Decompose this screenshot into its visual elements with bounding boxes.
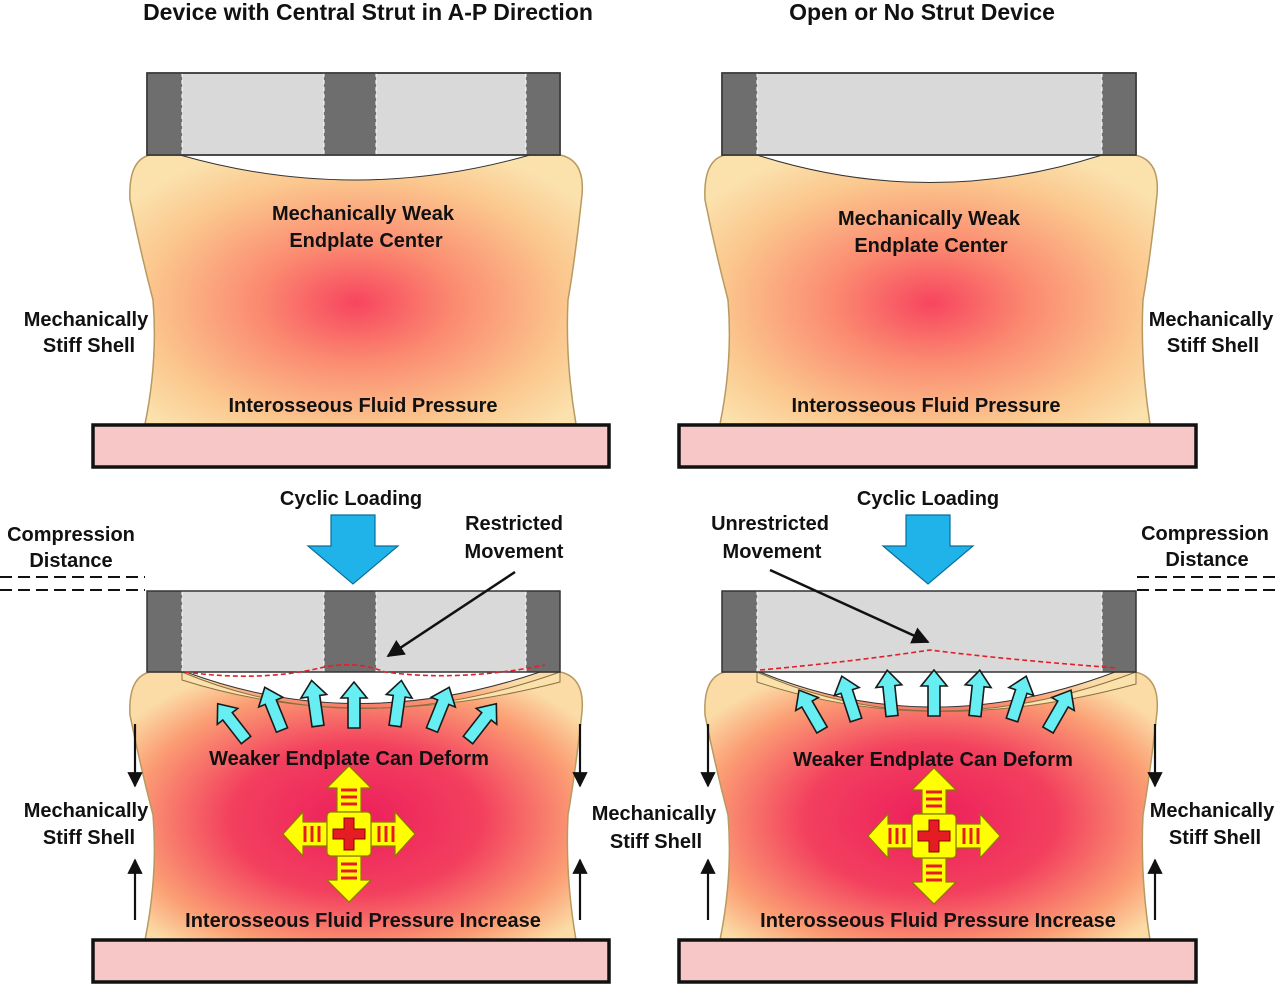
deformation-line-bottom-right <box>759 649 1119 671</box>
fluid-pressure-label: Interosseous Fluid Pressure <box>229 395 498 417</box>
stiff-shell-label-line1-bl: Mechanically <box>24 800 149 822</box>
stiff-shell-label-line1-br-inner: Mechanically <box>592 803 717 825</box>
bottom-left-assembly: Cyclic Loading Compression Distance Rest… <box>0 488 611 984</box>
cyclic-loading-label-right: Cyclic Loading <box>857 488 999 510</box>
weak-endplate-label-line2: Endplate Center <box>289 230 443 252</box>
fluid-pressure-label-right: Interosseous Fluid Pressure <box>792 395 1061 417</box>
weaker-endplate-label-right: Weaker Endplate Can Deform <box>793 749 1073 771</box>
base-plate-bottom-right <box>677 938 1198 984</box>
fluid-pressure-increase-label-right: Interosseous Fluid Pressure Increase <box>760 910 1116 932</box>
fluid-pressure-increase-label-left: Interosseous Fluid Pressure Increase <box>185 910 541 932</box>
base-plate-bottom-left <box>91 938 611 984</box>
compression-label-line1: Compression <box>7 524 135 546</box>
strut-device-bottom-left <box>146 590 561 673</box>
stiff-shell-label-line2-br-outer: Stiff Shell <box>1169 827 1261 849</box>
unrestricted-pointer-arrow <box>769 568 930 644</box>
top-right-assembly: Mechanically Weak Endplate Center Intero… <box>677 72 1274 469</box>
strut-device-top-left <box>146 72 561 156</box>
endplate-gap-top-left <box>179 154 531 181</box>
base-plate-top-right <box>677 423 1198 469</box>
unrestricted-label-line1: Unrestricted <box>711 513 829 535</box>
compression-label-line1-right: Compression <box>1141 523 1269 545</box>
right-panel-title: Open or No Strut Device <box>789 0 1055 25</box>
weak-endplate-label-line1-right: Mechanically Weak <box>838 208 1021 230</box>
left-panel-title: Device with Central Strut in A-P Directi… <box>143 0 593 25</box>
restricted-label-line1: Restricted <box>465 513 563 535</box>
restricted-label-line2: Movement <box>465 541 564 563</box>
cyclic-loading-label-left: Cyclic Loading <box>280 488 422 510</box>
top-left-assembly: Mechanically Weak Endplate Center Intero… <box>24 72 611 469</box>
unrestricted-label-line2: Movement <box>723 541 822 563</box>
stiff-shell-label-line2-right: Stiff Shell <box>1167 335 1259 357</box>
restricted-pointer-arrow <box>386 570 516 658</box>
stiff-shell-label-line1-right: Mechanically <box>1149 309 1274 331</box>
open-device-bottom-right <box>721 590 1137 673</box>
stiff-shell-label-line2-bl: Stiff Shell <box>43 827 135 849</box>
weak-endplate-label-line1: Mechanically Weak <box>272 203 455 225</box>
deformed-endplate-bottom-left <box>181 671 561 709</box>
weaker-endplate-label-left: Weaker Endplate Can Deform <box>209 748 489 770</box>
vertebral-body-top-left <box>129 154 584 425</box>
stiff-shell-label-line2-br-inner: Stiff Shell <box>610 831 702 853</box>
endplate-gap-top-right <box>756 154 1103 183</box>
bottom-right-assembly: Cyclic Loading Compression Distance Unre… <box>592 488 1280 984</box>
cyclic-load-arrow-right <box>881 514 975 585</box>
compression-label-line2: Distance <box>29 550 112 572</box>
open-device-top-right <box>721 72 1137 156</box>
stiff-shell-label-line1-br-outer: Mechanically <box>1150 800 1275 822</box>
vertebral-body-top-right <box>704 154 1159 425</box>
compression-label-line2-right: Distance <box>1165 549 1248 571</box>
base-plate-top-left <box>91 423 611 469</box>
cyclic-load-arrow-left <box>306 514 400 585</box>
stiff-shell-label-line1: Mechanically <box>24 309 149 331</box>
weak-endplate-label-line2-right: Endplate Center <box>854 235 1008 257</box>
deformation-line-bottom-left <box>184 664 546 677</box>
stiff-shell-label-line2: Stiff Shell <box>43 335 135 357</box>
